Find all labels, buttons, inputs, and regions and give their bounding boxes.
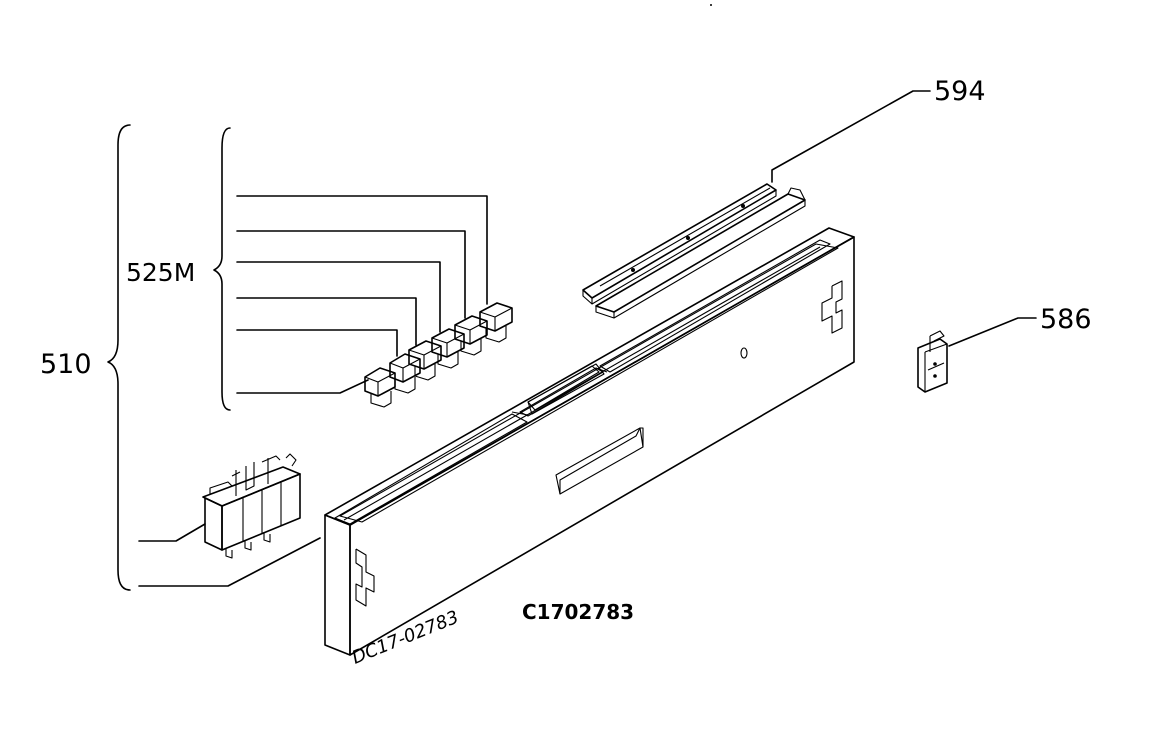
handwritten-part-code: DC17-02783 bbox=[349, 607, 462, 669]
label-525m: 525M bbox=[126, 258, 195, 287]
label-594: 594 bbox=[934, 76, 986, 107]
part-594-leader-line bbox=[771, 90, 931, 183]
stray-dot bbox=[710, 4, 712, 6]
switch-block-leader-line bbox=[138, 523, 206, 542]
part-586-leader-line bbox=[948, 317, 1037, 347]
label-586: 586 bbox=[1040, 304, 1092, 335]
part-586-bracket-clip bbox=[917, 330, 948, 393]
part-525m-brace bbox=[213, 127, 231, 411]
part-510-switch-block bbox=[202, 453, 301, 559]
part-525m-push-buttons bbox=[364, 302, 513, 408]
label-510: 510 bbox=[40, 349, 92, 380]
panel-leader-line bbox=[138, 537, 321, 587]
drawing-code: C1702783 bbox=[522, 600, 634, 624]
part-510-brace bbox=[107, 124, 131, 591]
part-510-control-panel-body bbox=[324, 227, 855, 656]
part-525m-leader-lines bbox=[236, 195, 488, 394]
part-594-trim-strips bbox=[582, 183, 806, 319]
